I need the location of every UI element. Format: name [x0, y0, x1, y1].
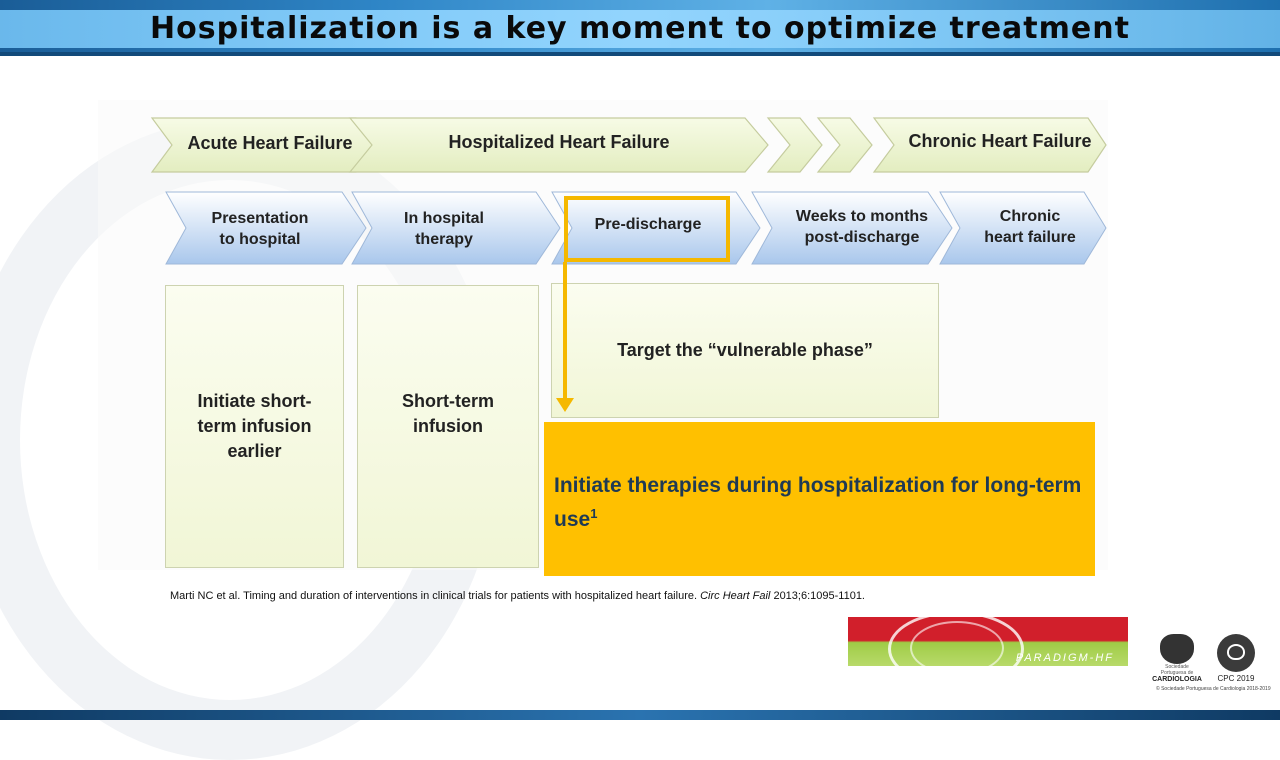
- step-arrow-pre-discharge: [551, 191, 761, 265]
- spc-subtitle: Sociedade Portuguesa de: [1160, 664, 1194, 676]
- step-label-line: Presentation: [211, 210, 309, 227]
- phase-arrow-hospitalized: [348, 117, 769, 173]
- cpc-heart-icon: [1217, 634, 1255, 672]
- phase-arrow-small-1: [766, 117, 823, 173]
- title-banner: Hospitalization is a key moment to optim…: [0, 0, 1280, 56]
- footer-note: © Sociedade Portuguesa de Cardiologia 20…: [1156, 686, 1271, 692]
- box-vulnerable-phase: Target the “vulnerable phase”: [551, 283, 939, 418]
- step-arrow-post-discharge: [751, 191, 953, 265]
- box-text-initiate: Initiate short- term infusion earlier: [166, 389, 343, 464]
- pre-discharge-highlight: [564, 196, 730, 262]
- spc-logo: Sociedade Portuguesa de CARDIOLOGIA: [1152, 634, 1202, 694]
- heart-map-icon: [1160, 634, 1194, 664]
- citation-journal: Circ Heart Fail: [700, 590, 771, 602]
- step-label-line: Chronic: [999, 208, 1061, 225]
- step-arrow-presentation: [165, 191, 367, 265]
- paradigm-brand-text: PARADIGM-HF: [1015, 652, 1114, 664]
- box-text-line: earlier: [227, 441, 282, 461]
- phase-label-hospitalized: Hospitalized Heart Failure: [448, 132, 670, 152]
- step-label-line: In hospital: [404, 210, 484, 227]
- phase-label-chronic: Chronic Heart Failure: [908, 131, 1092, 151]
- box-initiate-short-term: Initiate short- term infusion earlier: [165, 285, 344, 568]
- citation-details: 2013;6:1095-1101.: [770, 590, 865, 602]
- box-text-infusion: Short-term infusion: [358, 389, 538, 439]
- citation: Marti NC et al. Timing and duration of i…: [170, 590, 865, 602]
- box-text-line: infusion: [413, 416, 483, 436]
- step-label-line: Weeks to months: [795, 208, 929, 225]
- step-label-post-discharge: Weeks to months post-discharge: [772, 206, 952, 248]
- box-text-line: term infusion: [197, 416, 312, 436]
- spc-name: CARDIOLOGIA: [1152, 676, 1202, 683]
- step-label-line: therapy: [415, 231, 473, 248]
- callout-reference-marker: 1: [590, 506, 598, 521]
- box-text-line: Short-term: [401, 391, 494, 411]
- paradigm-hf-logo: PARADIGM-HF: [848, 617, 1128, 666]
- heart-icon: [1227, 644, 1245, 660]
- box-text-line: Initiate short-: [197, 391, 312, 411]
- callout-connector-line: [563, 262, 567, 402]
- phase-label-acute: Acute Heart Failure: [187, 133, 353, 153]
- header-divider: [0, 52, 1280, 56]
- step-arrow-chronic: [939, 191, 1107, 265]
- box-short-term-infusion: Short-term infusion: [357, 285, 539, 568]
- callout-text: Initiate therapies during hospitalizatio…: [554, 472, 1089, 534]
- step-label-pre-discharge: Pre-discharge: [594, 216, 702, 233]
- heart-swirl-icon: [888, 617, 1024, 666]
- step-label-line: post-discharge: [804, 229, 920, 246]
- callout-arrow-head-icon: [556, 398, 574, 412]
- step-label-line: heart failure: [984, 229, 1076, 246]
- footer-band: [0, 710, 1280, 720]
- callout-main-text: Initiate therapies during hospitalizatio…: [554, 474, 1082, 531]
- cpc-logo: CPC 2019: [1212, 634, 1260, 684]
- phase-arrows: [150, 117, 1107, 265]
- phase-arrow-chronic: [872, 117, 1107, 173]
- step-label-chronic: Chronic heart failure: [958, 206, 1102, 248]
- step-label-in-hospital: In hospital therapy: [364, 208, 524, 250]
- box-text-vulnerable: Target the “vulnerable phase”: [617, 340, 873, 360]
- heart-swirl-icon: [910, 621, 1004, 666]
- phase-arrow-small-2: [816, 117, 873, 173]
- callout-box: Initiate therapies during hospitalizatio…: [544, 422, 1095, 576]
- cpc-name: CPC 2019: [1217, 674, 1255, 683]
- step-arrow-in-hospital: [351, 191, 561, 265]
- citation-authors: Marti NC et al. Timing and duration of i…: [170, 590, 701, 602]
- slide-title: Hospitalization is a key moment to optim…: [150, 11, 1130, 46]
- step-label-presentation: Presentation to hospital: [180, 208, 340, 250]
- title-strip: [0, 10, 1280, 48]
- step-label-line: to hospital: [219, 231, 301, 248]
